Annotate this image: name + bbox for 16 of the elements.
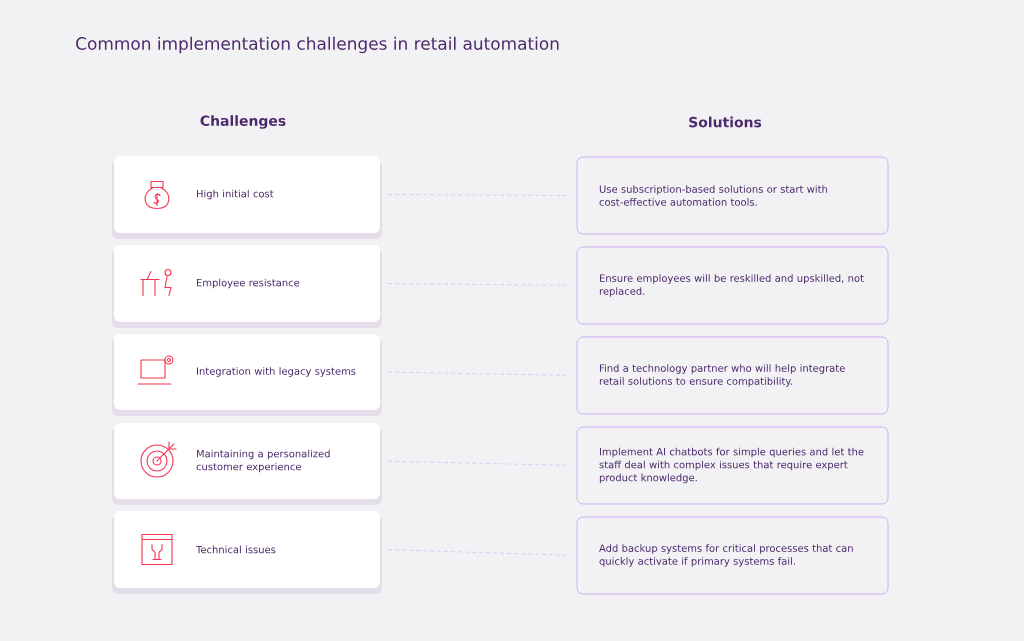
challenge-card: High initial cost (112, 156, 382, 239)
connector-line (387, 371, 567, 376)
solution-box: Use subscription-based solutions or start with cost-effective automation tools. (576, 156, 889, 235)
solution-box: Ensure employees will be reskilled and upskilled, not replaced. (576, 246, 889, 325)
challenge-card: Technical issues (112, 511, 382, 594)
connector-line (387, 549, 567, 556)
solution-box: Add backup systems for critical processes that can quickly activate if primary systems fail. (576, 516, 889, 595)
column-heading: Challenges (200, 115, 286, 129)
challenge-card: Maintaining a personalized customer experience (112, 423, 382, 505)
solution-box: Implement AI chatbots for simple queries and let the staff deal with complex issues that require expert product knowledge. (576, 426, 889, 505)
column-heading: Solutions (689, 116, 762, 128)
challenge-card: Integration with legacy systems (112, 334, 382, 416)
title: Common implementation challenges in retail automation (76, 36, 559, 54)
connector-line (387, 460, 567, 466)
solution-box: Find a technology partner who will help integrate retail solutions to ensure compatibility. (576, 336, 889, 415)
challenge-card: Employee resistance (112, 245, 382, 328)
